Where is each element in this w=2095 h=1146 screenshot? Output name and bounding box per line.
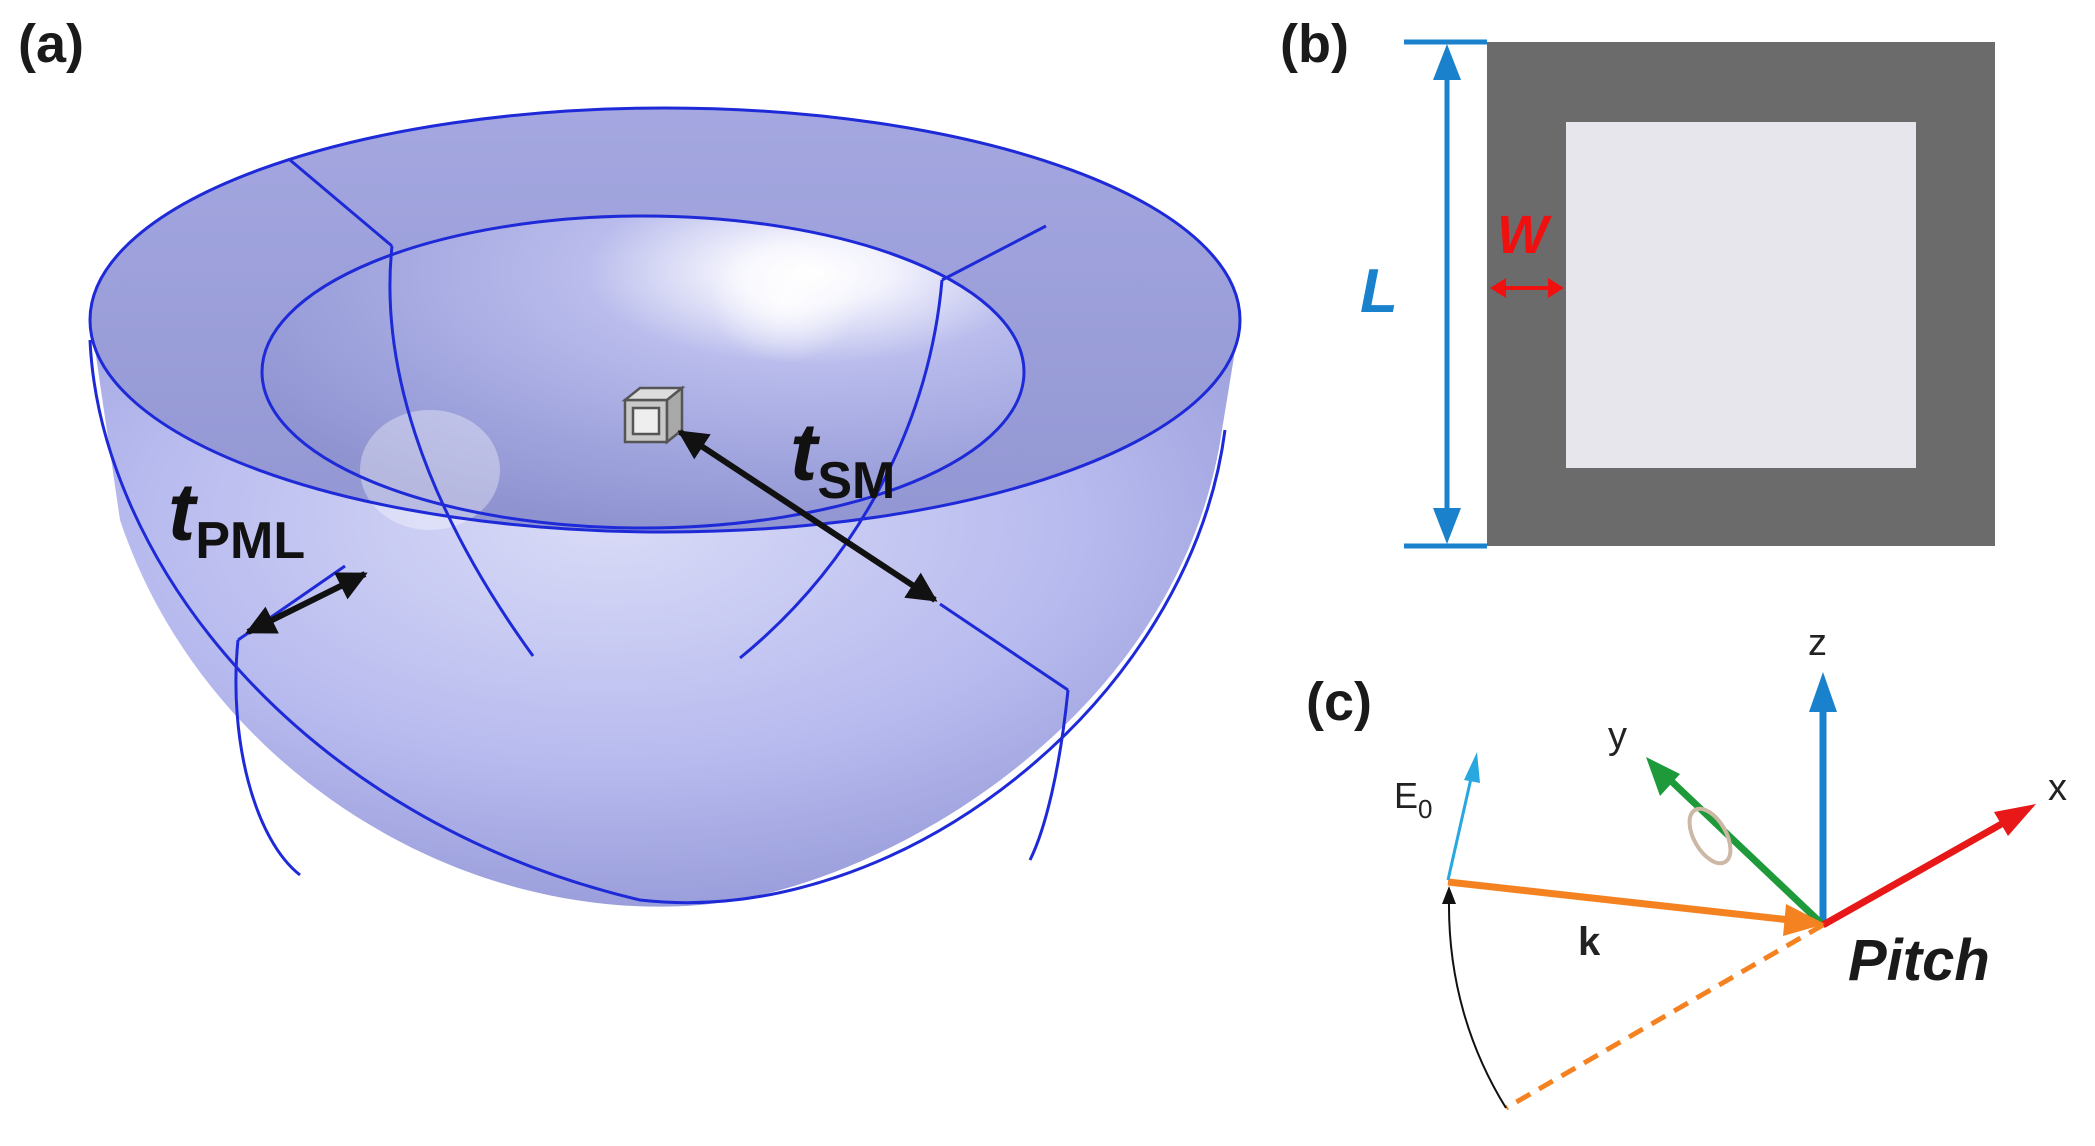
k-vector-arrow	[1447, 878, 1825, 936]
t-sm-label: tSM	[790, 407, 895, 510]
pitch-angle-arc	[1447, 899, 1507, 1109]
z-axis-label: z	[1808, 622, 1827, 664]
z-axis-arrow	[1809, 672, 1837, 925]
e0-vector-arrow	[1446, 752, 1480, 881]
hemisphere-edges	[88, 106, 1242, 905]
width-label: W	[1497, 205, 1552, 265]
rim-seam-top	[289, 158, 393, 248]
length-dimension	[1404, 39, 1487, 549]
outer-meridian-right	[1028, 689, 1070, 861]
panel-c-label: (c)	[1306, 672, 1372, 732]
square-frame-inner	[1566, 122, 1916, 468]
pml-rim-surface	[90, 108, 1240, 532]
outer-bottom-edge	[88, 339, 1227, 905]
panel-b-label: (b)	[1280, 14, 1349, 74]
panel-a: (a)	[18, 14, 1242, 907]
inner-bowl-highlight	[710, 238, 860, 362]
inner-rim-edge	[260, 214, 1026, 530]
width-dimension	[1490, 278, 1564, 298]
rim-seam-bottom-right	[939, 602, 1069, 692]
k-projection-dashed	[1504, 922, 1825, 1111]
panel-b: (b) L W	[1280, 14, 1995, 549]
t-sm-arrow	[677, 429, 938, 603]
rotation-indicator-icon	[1687, 806, 1733, 866]
t-pml-arrow	[245, 571, 368, 635]
length-label: L	[1360, 257, 1398, 326]
y-axis-label: y	[1608, 715, 1627, 757]
panel-a-label: (a)	[18, 14, 84, 74]
inner-meridian-left	[388, 245, 535, 657]
inner-bowl-shade	[360, 410, 500, 530]
y-axis-arrow	[1646, 757, 1826, 928]
x-axis-arrow	[1821, 804, 2036, 929]
x-axis-label: x	[2048, 767, 2067, 809]
pitch-arc-arrowhead	[1442, 886, 1456, 904]
nanostructure-cube-icon	[621, 385, 686, 445]
panel-c: (c) z y x k	[1306, 622, 2067, 1111]
pitch-label: Pitch	[1848, 928, 1990, 993]
rim-seam-right	[941, 224, 1047, 282]
t-pml-label: tPML	[168, 467, 305, 570]
k-vector-label: k	[1578, 920, 1601, 964]
outer-meridian-left	[234, 639, 301, 877]
outer-rim-edge	[88, 106, 1242, 534]
e0-label: E0	[1394, 775, 1432, 824]
